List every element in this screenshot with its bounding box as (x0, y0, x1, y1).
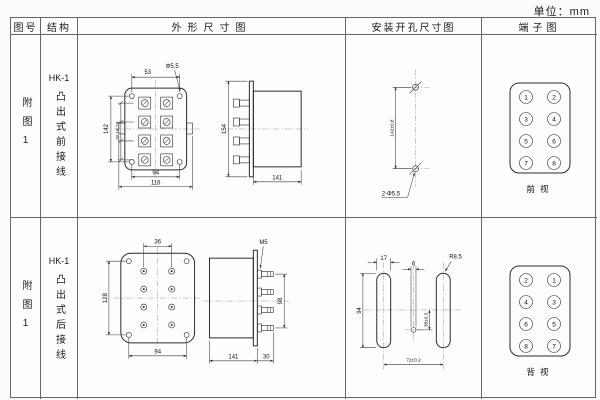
header-structure: 结构 (41, 18, 78, 35)
view-label-front: 前视 (526, 184, 553, 194)
dim-stud-span: 98 (278, 297, 284, 304)
studs (257, 269, 274, 333)
dimensions: 17 6 R8.5 94 38±0.3 72±0.2 (357, 254, 462, 366)
terminal-number: 7 (524, 160, 528, 167)
cutout-plan (363, 262, 464, 370)
terminal-number: 3 (552, 299, 556, 306)
dimensions: 36 128 94 M5 98 (103, 240, 288, 364)
dim-holes-callout: 2-Φ5.5 (382, 191, 401, 197)
side-view (227, 80, 310, 177)
terminal-diagram-rear: 2 1 4 3 6 5 8 7 背视 (509, 265, 571, 377)
terminal-number: 8 (524, 343, 528, 350)
dim-stud-len: 30 (263, 354, 270, 360)
fig-label-row2: 附图1 (20, 279, 31, 338)
terminal-diagram-front: 1 2 3 4 5 6 7 8 前视 (509, 82, 571, 194)
dim-hole-dia: 6 (412, 261, 416, 267)
unit-note: 单位：mm (533, 6, 590, 18)
dim-hole-dia: Φ5.5 (166, 64, 180, 70)
terminal-number: 8 (552, 160, 556, 167)
drill-plan (401, 68, 430, 187)
dim-flange-height: 154 (222, 123, 228, 134)
terminal-number: 5 (524, 138, 528, 145)
dim-slot-width: 17 (380, 256, 387, 262)
terminal-number: 3 (524, 116, 528, 123)
mounting-drawing-rear-wiring: 17 6 R8.5 94 38±0.3 72±0.2 (357, 254, 464, 370)
dim-height: 142 (104, 123, 110, 134)
dimensions: 53 Φ5.5 142 19;19;19 (104, 64, 302, 190)
dim-width-outer: 116 (151, 180, 161, 186)
terminal-circles: 1 2 3 4 5 6 7 8 (519, 89, 561, 170)
terminal-number: 4 (524, 299, 528, 306)
terminal-number: 5 (552, 321, 556, 328)
terminal-number: 1 (552, 277, 556, 284)
spec-table: 图号 结构 外形尺寸图 安装开孔尺寸图 端子图 附图1 HK-1 凸出式前接线 (10, 17, 597, 399)
front-view (113, 78, 200, 179)
model-label-row1: HK-1 (48, 73, 70, 83)
dim-slot-radius: R8.5 (449, 254, 462, 260)
mounting-drawing-front-wiring: 142±0.8 2-Φ5.5 (382, 68, 430, 198)
dim-top-width: 53 (144, 70, 151, 76)
rear-view (113, 246, 202, 350)
fig-label-row1: 附图1 (20, 97, 31, 155)
fig-label-cell-row1: 附图1 (11, 35, 41, 218)
structure-cell-row2: HK-1 凸出式后接线 (41, 218, 78, 399)
outline-cell-row2: 36 128 94 M5 98 (78, 218, 346, 399)
side-view (203, 249, 290, 347)
terminal-screws (138, 96, 173, 166)
outline-cell-row1: 53 Φ5.5 142 19;19;19 (78, 35, 346, 218)
terminal-number: 1 (524, 94, 528, 101)
dim-stud-thread: M5 (259, 240, 268, 246)
dim-depth: 141 (272, 175, 283, 181)
dim-hole-pitch: 142±0.8 (390, 119, 396, 136)
dim-width: 94 (154, 349, 161, 355)
structure-text-row1: 凸出式前接线 (53, 91, 65, 181)
dim-stud-cols: 36 (154, 240, 161, 246)
dim-slot-pitch: 72±0.2 (406, 358, 421, 364)
terminal-number: 2 (552, 94, 556, 101)
dim-width-inner: 94 (152, 170, 159, 176)
model-label-row2: HK-1 (48, 256, 70, 266)
terminal-number: 6 (552, 138, 556, 145)
dim-height: 128 (103, 292, 109, 303)
header-fig-no: 图号 (11, 18, 41, 35)
header-terminal: 端子图 (482, 18, 597, 35)
mounting-cell-row2: 17 6 R8.5 94 38±0.3 72±0.2 (346, 218, 482, 399)
dim-row-pitch: 19;19;19 (115, 121, 121, 140)
header-outline: 外形尺寸图 (78, 18, 346, 35)
dimensions: 142±0.8 2-Φ5.5 (382, 86, 415, 198)
structure-text-row2: 凸出式后接线 (53, 274, 65, 364)
header-mounting: 安装开孔尺寸图 (346, 18, 482, 35)
terminal-number: 2 (524, 277, 528, 284)
dim-slot-length: 94 (357, 306, 363, 313)
fig-label-cell-row2: 附图1 (11, 218, 41, 399)
stud-ends (140, 267, 175, 329)
terminal-circles: 2 1 4 3 6 5 8 7 (519, 273, 561, 353)
terminal-cell-row1: 1 2 3 4 5 6 7 8 前视 (482, 35, 597, 218)
dim-depth: 141 (228, 354, 239, 360)
outline-drawing-front-wiring: 53 Φ5.5 142 19;19;19 (104, 64, 310, 190)
dim-hole-offset: 38±0.3 (423, 312, 429, 327)
terminal-cell-row2: 2 1 4 3 6 5 8 7 背视 (482, 218, 597, 399)
terminal-number: 6 (524, 321, 528, 328)
view-label-rear: 背视 (526, 367, 553, 377)
terminal-number: 7 (552, 343, 556, 350)
structure-cell-row1: HK-1 凸出式前接线 (41, 35, 78, 218)
mounting-cell-row1: 142±0.8 2-Φ5.5 (346, 35, 482, 218)
outline-drawing-rear-wiring: 36 128 94 M5 98 (103, 240, 290, 364)
terminal-number: 4 (552, 116, 556, 123)
